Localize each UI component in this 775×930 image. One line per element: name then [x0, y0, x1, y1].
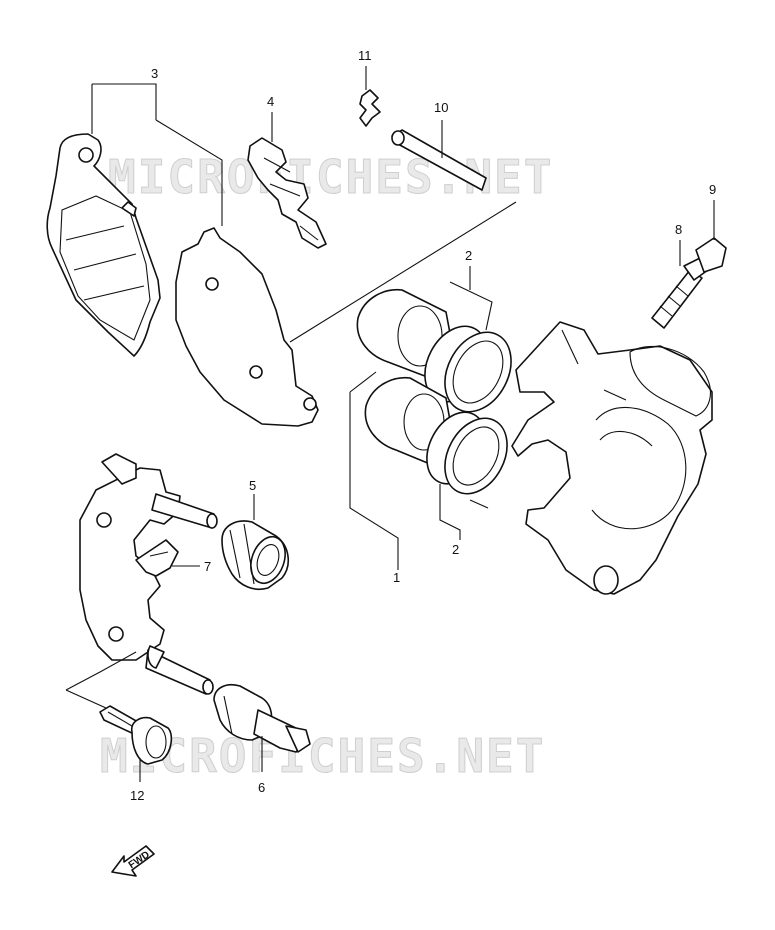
slide-pin-icon[interactable] — [213, 684, 311, 753]
callout-9: 9 — [709, 182, 716, 197]
pad-pin-icon[interactable] — [391, 129, 487, 191]
callout-3: 3 — [151, 66, 158, 81]
callout-10: 10 — [434, 100, 448, 115]
fwd-arrow-icon: FWD — [111, 845, 155, 877]
callout-2-bottom: 2 — [452, 542, 459, 557]
caliper-assembly-icon[interactable] — [511, 321, 713, 595]
callout-5: 5 — [249, 478, 256, 493]
bleeder-cap-icon[interactable] — [695, 237, 727, 273]
caliper-clip-icon[interactable] — [135, 539, 179, 577]
callout-6: 6 — [258, 780, 265, 795]
watermark-bottom: MICROFICHES.NET — [100, 729, 545, 783]
callout-4: 4 — [267, 94, 274, 109]
bracket-bolt-icon[interactable] — [99, 705, 173, 765]
bleeder-valve-icon[interactable] — [651, 257, 709, 329]
pad-spring-icon[interactable] — [247, 137, 327, 249]
callout-1: 1 — [393, 570, 400, 585]
piston-seal-icon[interactable] — [356, 289, 524, 505]
caliper-bracket-icon[interactable] — [79, 453, 218, 695]
callout-11: 11 — [358, 48, 372, 63]
watermark-top: MICROFICHES.NET — [108, 150, 553, 204]
boot-icon[interactable] — [221, 520, 291, 590]
pin-clip-icon[interactable] — [359, 89, 381, 127]
callout-7: 7 — [204, 559, 211, 574]
callout-8: 8 — [675, 222, 682, 237]
callout-12: 12 — [130, 788, 144, 803]
callout-2-top: 2 — [465, 248, 472, 263]
brake-pad-set-icon[interactable] — [46, 133, 319, 427]
